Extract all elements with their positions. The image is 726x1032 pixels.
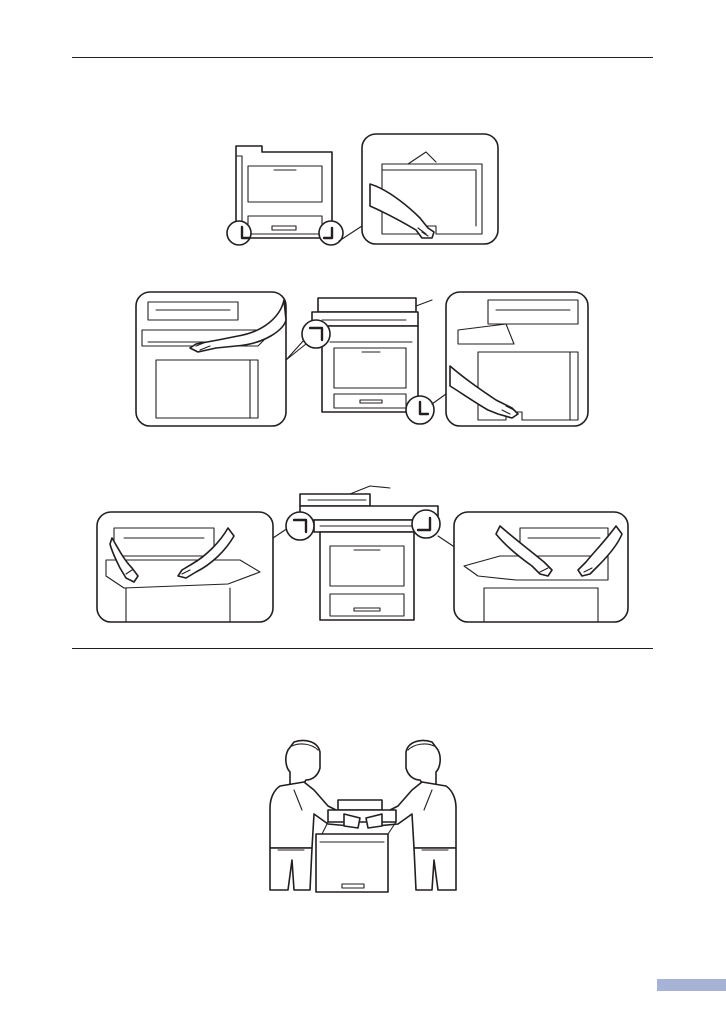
printer-icon bbox=[312, 298, 432, 412]
middle-divider bbox=[72, 648, 653, 649]
figure-printer-lift-points bbox=[222, 130, 502, 250]
figure-two-person-carry bbox=[258, 738, 468, 896]
section-tab bbox=[657, 979, 726, 991]
printer-icon bbox=[316, 800, 396, 892]
figure-compact-mfc-lift-points bbox=[134, 290, 590, 428]
printer-icon bbox=[236, 146, 332, 238]
figure-large-mfc-lift-points bbox=[96, 484, 630, 624]
printer-icon bbox=[300, 486, 438, 620]
top-divider bbox=[72, 57, 653, 58]
